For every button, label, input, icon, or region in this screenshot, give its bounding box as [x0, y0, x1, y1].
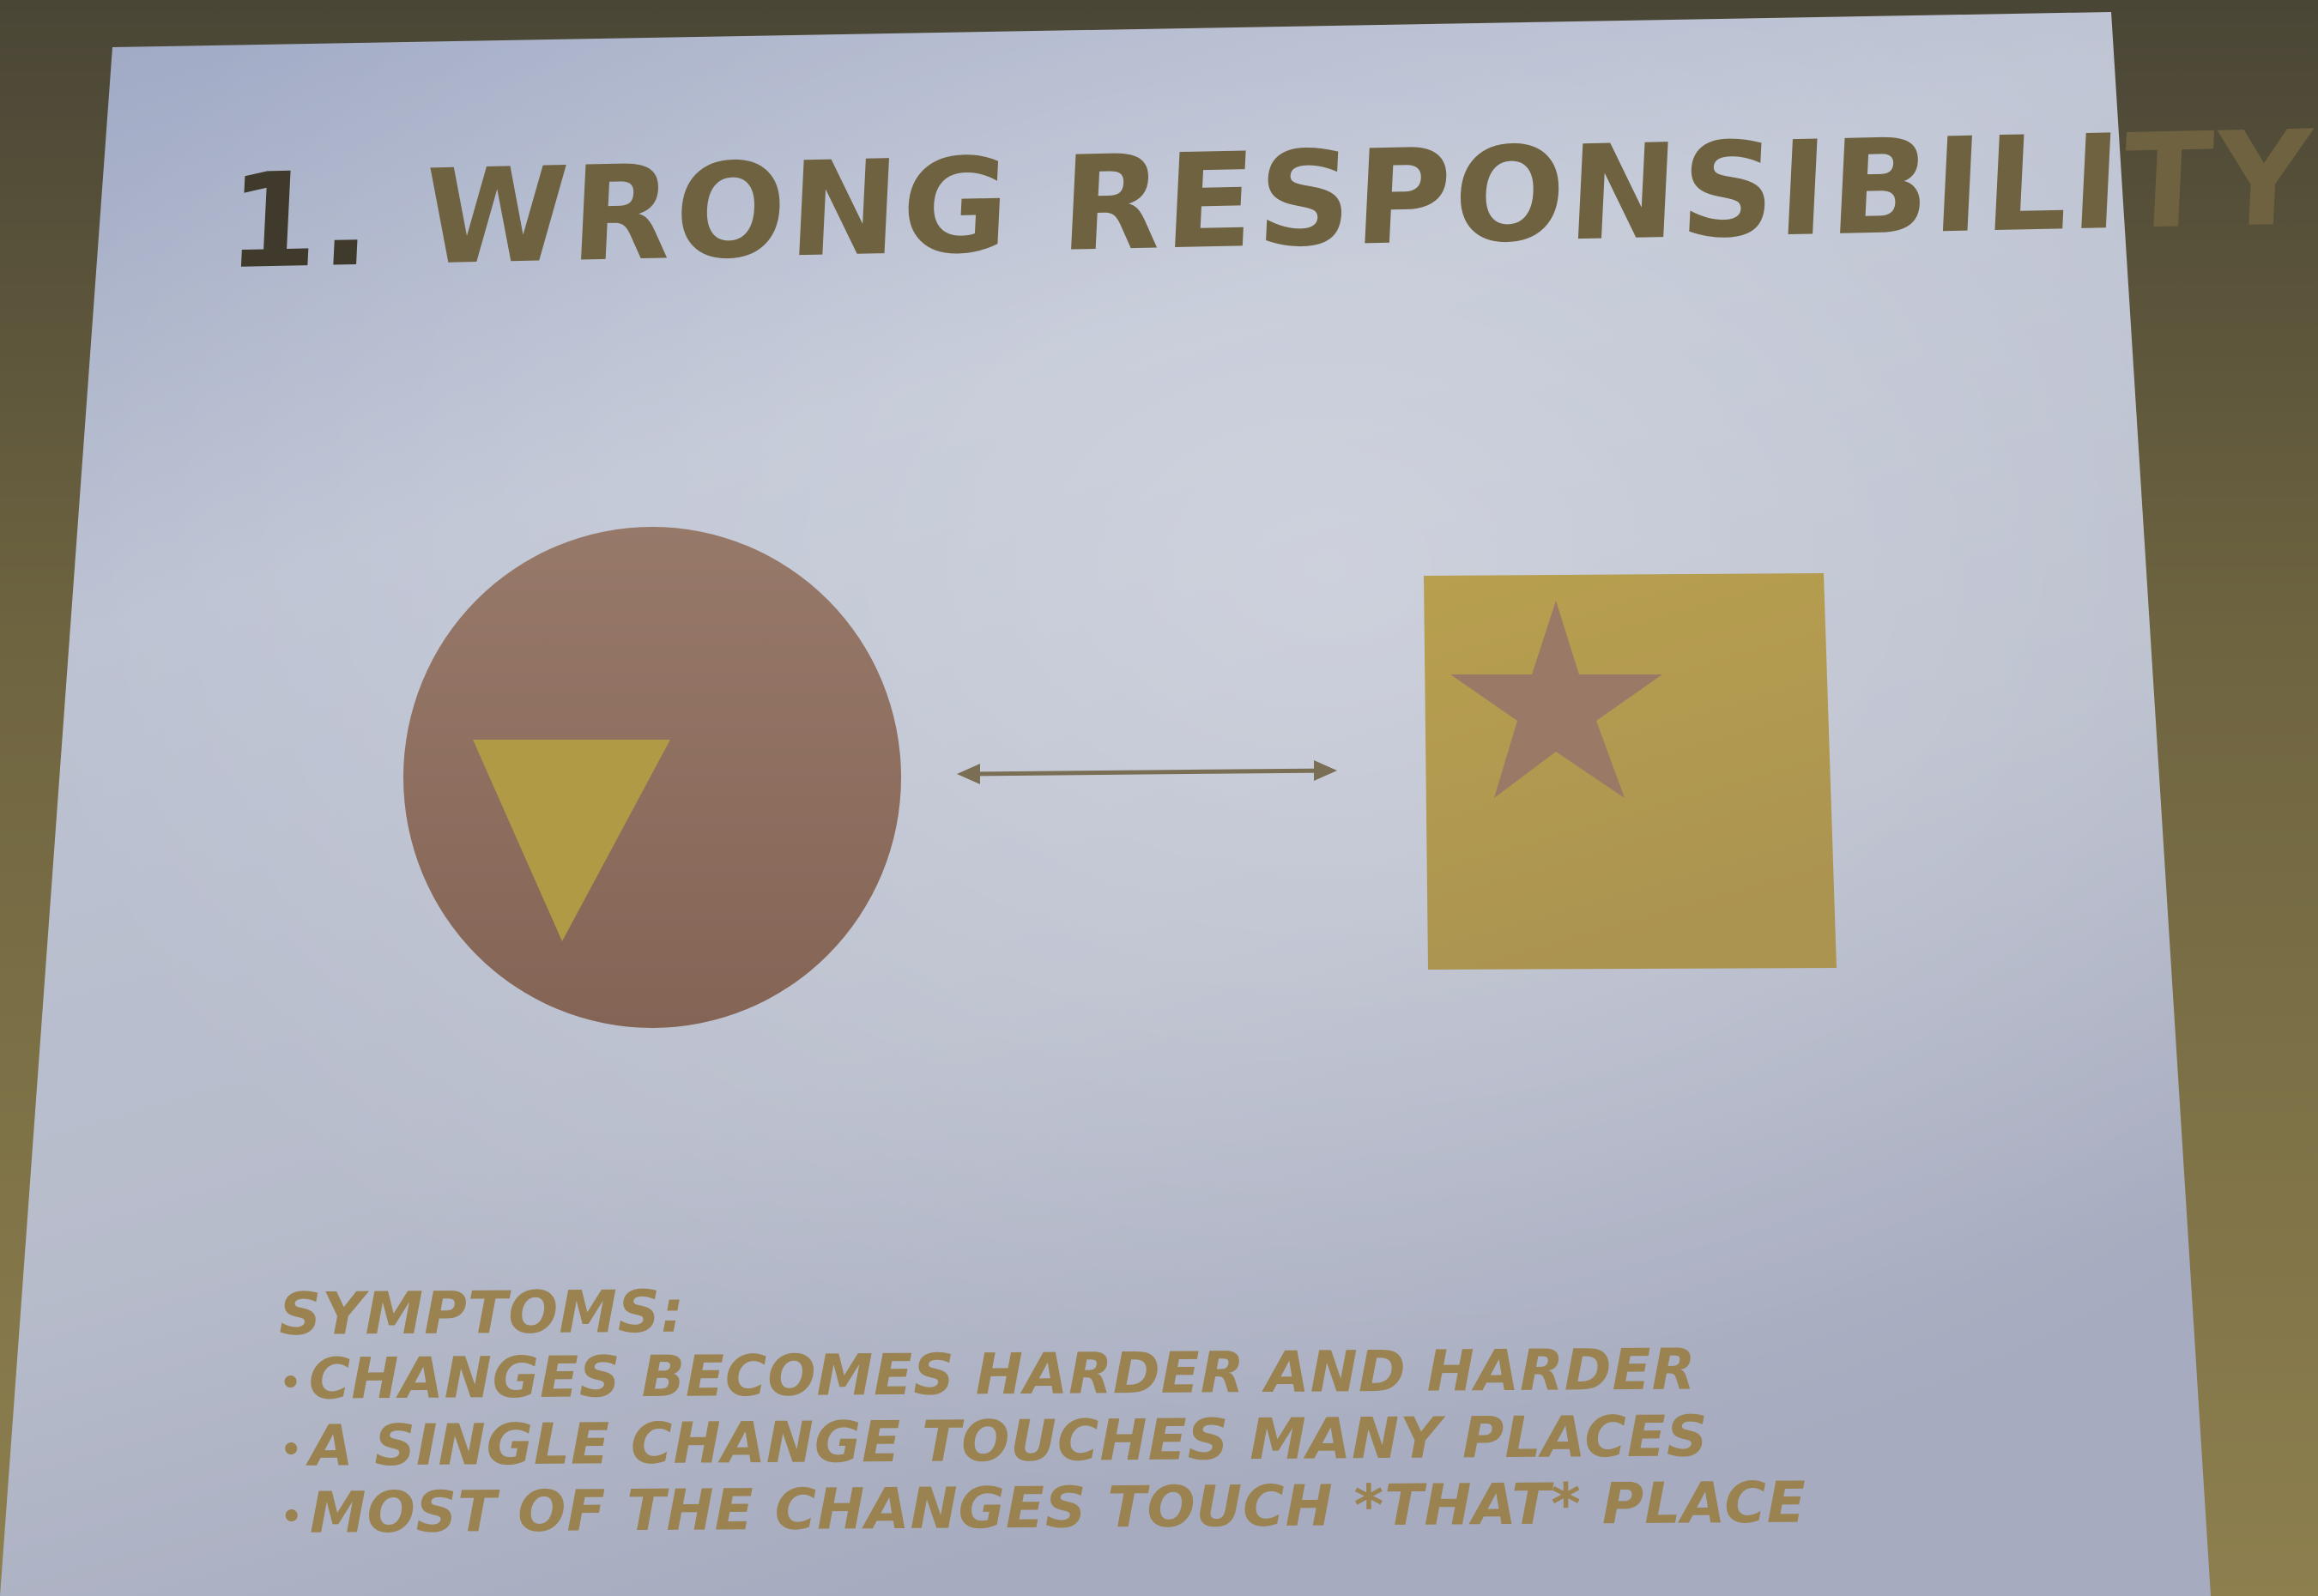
downward-triangle-icon	[473, 740, 670, 941]
symptoms-list: •CHANGES BECOMES HARDER AND HARDER •A SI…	[279, 1336, 1807, 1549]
double-arrow-icon	[957, 760, 1337, 784]
bullet-icon: •	[280, 1496, 304, 1537]
symptom-text: A SINGLE CHANGE TOUCHES MANY PLACES	[309, 1403, 1709, 1479]
bullet-icon: •	[280, 1430, 304, 1470]
symptom-item: •MOST OF THE CHANGES TOUCH *THAT* PLACE	[280, 1469, 1807, 1548]
title-number: 1.	[224, 142, 379, 299]
bullet-icon: •	[279, 1363, 303, 1403]
symptom-text: MOST OF THE CHANGES TOUCH *THAT* PLACE	[309, 1469, 1807, 1546]
star-icon	[1450, 601, 1662, 798]
square-shape	[1424, 573, 1837, 970]
projected-slide-photo: 1. WRONG RESPONSIBILITY SYMPTOMS: •CHANG…	[0, 12, 2317, 1596]
slide-canvas	[0, 12, 2211, 1596]
symptom-text: CHANGES BECOMES HARDER AND HARDER	[308, 1336, 1697, 1412]
symptom-item: •CHANGES BECOMES HARDER AND HARDER	[279, 1336, 1806, 1415]
symptoms-block: SYMPTOMS: •CHANGES BECOMES HARDER AND HA…	[279, 1273, 1807, 1549]
circle-with-triangle-icon	[403, 527, 901, 1028]
square-with-star-icon	[1424, 573, 1837, 970]
circle-shape	[403, 527, 901, 1028]
